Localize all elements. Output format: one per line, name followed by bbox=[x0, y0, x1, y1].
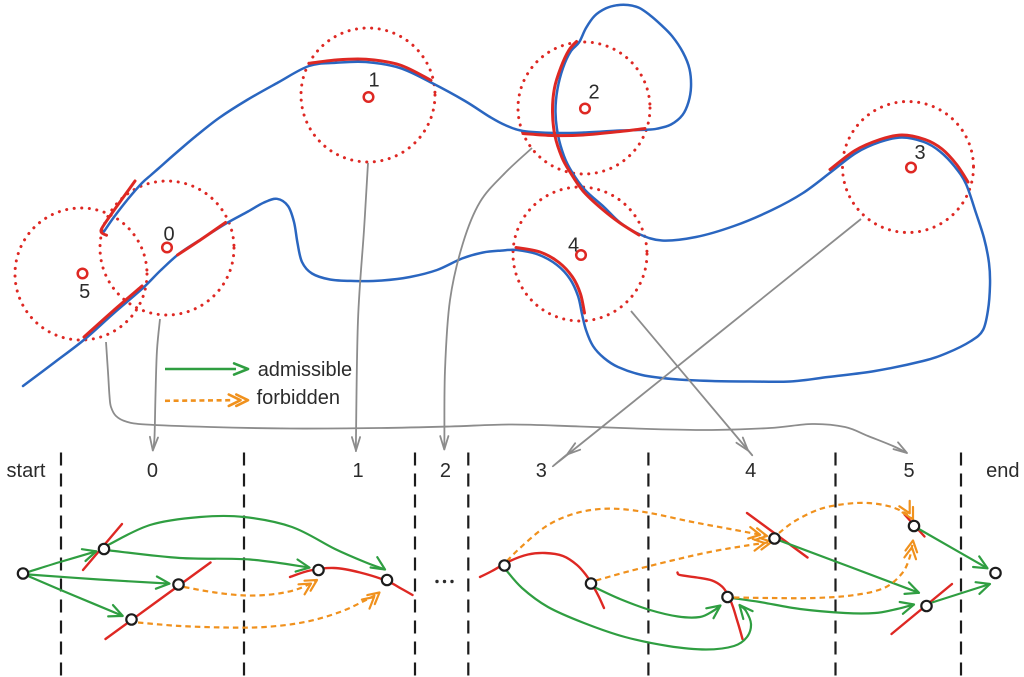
svg-text:3: 3 bbox=[914, 142, 925, 164]
svg-text:1: 1 bbox=[368, 70, 379, 92]
svg-text:5: 5 bbox=[79, 281, 90, 303]
svg-text:start: start bbox=[7, 460, 46, 482]
svg-text:5: 5 bbox=[903, 460, 914, 482]
svg-text:4: 4 bbox=[745, 460, 756, 482]
svg-text:4: 4 bbox=[568, 235, 579, 257]
svg-text:1: 1 bbox=[352, 460, 363, 482]
svg-text:forbidden: forbidden bbox=[257, 387, 340, 409]
svg-text:admissible: admissible bbox=[258, 359, 352, 381]
svg-text:2: 2 bbox=[440, 460, 451, 482]
svg-text:2: 2 bbox=[588, 82, 599, 104]
svg-text:3: 3 bbox=[536, 460, 547, 482]
svg-text:0: 0 bbox=[147, 460, 158, 482]
svg-text:end: end bbox=[986, 460, 1019, 482]
svg-text:0: 0 bbox=[163, 224, 174, 246]
